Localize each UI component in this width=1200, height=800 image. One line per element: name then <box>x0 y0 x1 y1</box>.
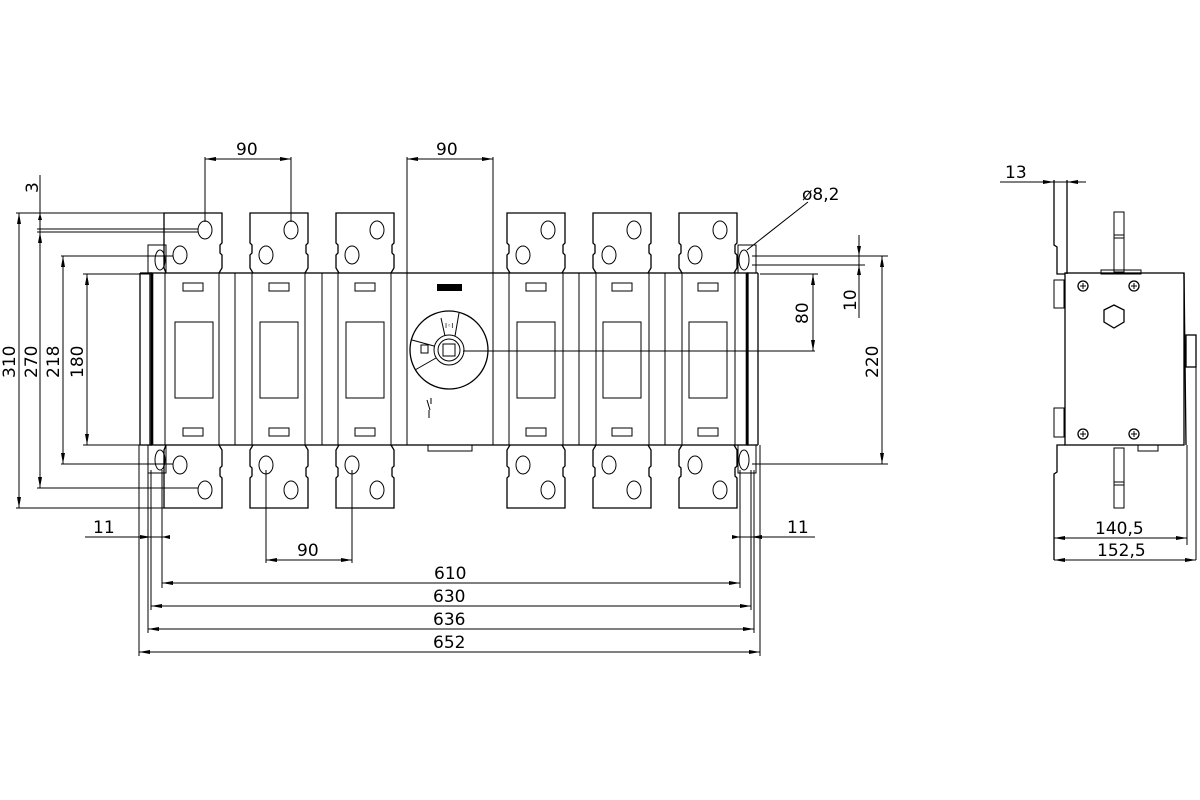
rotary-handle-dial <box>409 310 489 390</box>
dim-height-310: 310 <box>0 346 20 378</box>
mounting-slots <box>147 244 757 474</box>
dim-offset-3: 3 <box>23 182 43 193</box>
side-view <box>1053 180 1197 560</box>
front-dimensions: 90 90 90 310 3 <box>0 140 888 656</box>
top-terminals <box>163 212 738 274</box>
handle-shaft-hole <box>1103 304 1125 329</box>
dim-height-10: 10 <box>841 289 861 311</box>
dim-top-pitch-left: 90 <box>236 140 258 160</box>
dim-height-220: 220 <box>863 346 883 378</box>
screw-icons <box>1077 280 1140 440</box>
dim-height-270: 270 <box>22 346 42 378</box>
dim-width-610: 610 <box>434 564 466 584</box>
dim-height-218: 218 <box>44 346 64 378</box>
lock-icon <box>420 344 429 354</box>
dim-height-180: 180 <box>68 346 88 378</box>
dim-width-630: 630 <box>433 587 465 607</box>
svg-text:I◦I: I◦I <box>445 322 453 330</box>
front-view: I◦I <box>139 212 815 509</box>
dim-height-80: 80 <box>793 302 813 324</box>
bottom-terminals <box>163 444 738 509</box>
dim-depth-152-5: 152,5 <box>1097 541 1146 561</box>
side-dimensions: 13 140,5 152,5 <box>1000 163 1196 562</box>
dim-bottom-pitch: 90 <box>297 541 319 561</box>
side-body <box>1064 272 1185 446</box>
dim-width-652: 652 <box>433 633 465 653</box>
dim-top-pitch-center: 90 <box>436 140 458 160</box>
dim-left-11: 11 <box>93 518 115 538</box>
dim-rail-13: 13 <box>1005 163 1027 183</box>
switch-body <box>149 272 749 446</box>
dim-right-11: 11 <box>787 518 809 538</box>
rotary-handle-module: I◦I <box>409 284 489 452</box>
pole-windows <box>174 282 728 437</box>
dim-width-636: 636 <box>433 610 465 630</box>
dim-hole-diameter: ø8,2 <box>802 185 839 205</box>
dim-depth-140-5: 140,5 <box>1095 519 1144 539</box>
